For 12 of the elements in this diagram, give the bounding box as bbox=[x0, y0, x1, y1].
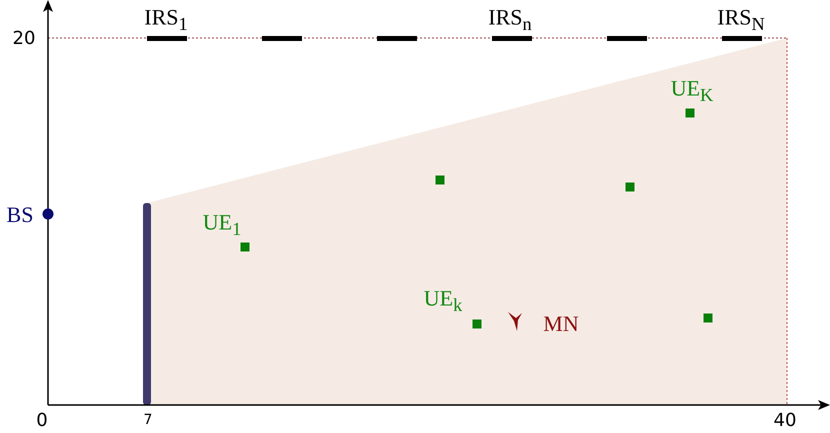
irs-label: IRS$_{n}$ bbox=[488, 6, 532, 34]
user-label: UE$_{K}$ bbox=[670, 78, 714, 104]
tick-label: 40 bbox=[774, 412, 796, 430]
user-label: UE$_{k}$ bbox=[424, 288, 462, 314]
user-label: UE$_{1}$ bbox=[202, 212, 242, 238]
irs-label: IRS$_{N}$ bbox=[717, 6, 765, 34]
node-label: MN bbox=[543, 313, 579, 335]
station-label: BS bbox=[6, 204, 34, 226]
tick-label: 0 bbox=[36, 412, 48, 430]
irs-label: IRS$_{1}$ bbox=[144, 6, 188, 34]
tick-label: 20 bbox=[12, 30, 36, 48]
tick-label: 7 bbox=[144, 413, 152, 427]
